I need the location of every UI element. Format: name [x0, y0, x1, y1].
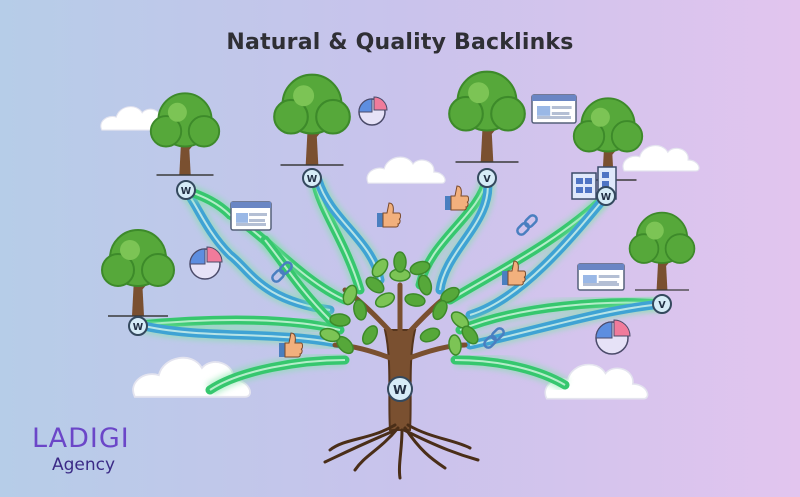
browser-window-icon [230, 201, 272, 231]
w-node-icon: W [128, 316, 148, 336]
node-label: V [658, 300, 666, 311]
backlink-path [135, 318, 350, 352]
w-node-icon: W [387, 376, 413, 402]
node-label: W [181, 186, 192, 197]
browser-window-icon [577, 263, 625, 291]
pie-chart-icon [189, 246, 223, 280]
pie-chart-icon [358, 96, 388, 126]
tree-icon [448, 70, 526, 163]
tree-icon [273, 73, 351, 166]
tree-icon [149, 92, 221, 176]
backlink-path [465, 191, 612, 322]
w-node-icon: W [176, 180, 196, 200]
tree-icon [572, 97, 644, 181]
chain-link-icon [483, 327, 505, 349]
brand-subtitle: Agency [52, 455, 116, 475]
thumbs-up-icon [377, 202, 401, 228]
tree-icon [101, 229, 175, 317]
brand-name: LADIGI [32, 423, 130, 454]
v-node-icon: V [477, 168, 497, 188]
backlink-path [205, 353, 350, 396]
chain-link-icon [271, 261, 293, 283]
page-title: Natural & Quality Backlinks [226, 30, 574, 55]
browser-window-icon [531, 94, 577, 124]
backlink-path [433, 173, 495, 295]
node-label: W [393, 382, 407, 397]
chain-link-icon [516, 214, 538, 236]
v-node-icon: V [652, 294, 672, 314]
main-tree-icon [319, 251, 480, 480]
brand-logo: LADIGI Agency [32, 424, 130, 476]
node-label: W [133, 322, 144, 333]
node-label: V [483, 174, 491, 185]
cloud-icon [622, 145, 700, 172]
backlink-path [450, 353, 570, 392]
tree-icon [628, 211, 696, 291]
node-label: W [601, 192, 612, 203]
node-label: W [307, 174, 318, 185]
backlink-path [259, 235, 335, 325]
thumbs-up-icon [279, 332, 303, 358]
pie-chart-icon [595, 319, 631, 355]
thumbs-up-icon [445, 185, 469, 211]
backlink-path [179, 185, 335, 317]
cloud-icon [366, 156, 446, 184]
thumbs-up-icon [502, 260, 526, 286]
w-node-icon: W [302, 168, 322, 188]
w-node-icon: W [596, 186, 616, 206]
